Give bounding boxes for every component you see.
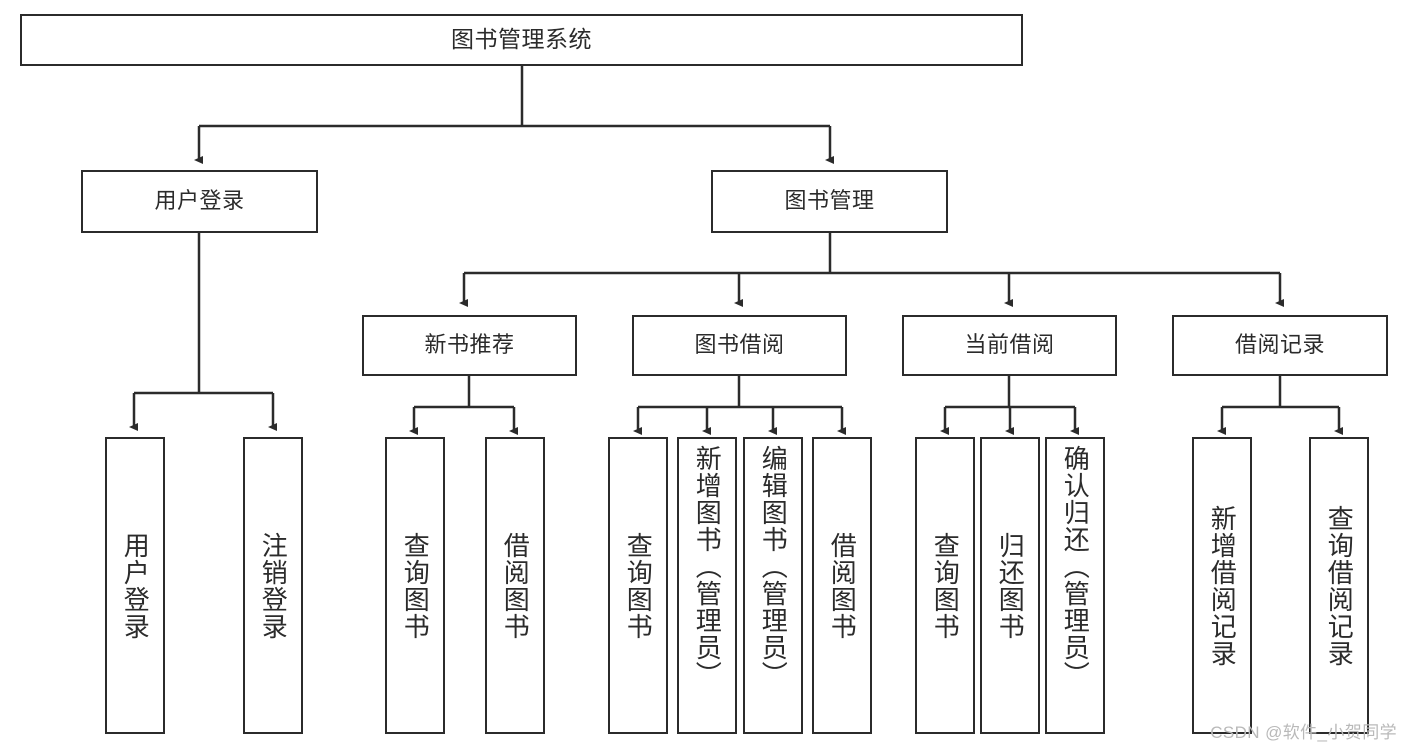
node-book-borrow[interactable]: 图书借阅 xyxy=(632,315,847,376)
node-leaf-query-book-3[interactable]: 查询图书 xyxy=(915,437,975,734)
node-leaf-query-book-1[interactable]: 查询图书 xyxy=(385,437,445,734)
node-leaf-query-record[interactable]: 查询借阅记录 xyxy=(1309,437,1369,734)
node-current-borrow[interactable]: 当前借阅 xyxy=(902,315,1117,376)
node-leaf-user-login[interactable]: 用户登录 xyxy=(105,437,165,734)
node-borrow-record[interactable]: 借阅记录 xyxy=(1172,315,1388,376)
node-leaf-query-book-3-label: 查询图书 xyxy=(930,531,961,640)
node-leaf-edit-book[interactable]: 编辑图书（管理员） xyxy=(743,437,803,734)
node-leaf-logout-label: 注销登录 xyxy=(258,531,289,640)
node-leaf-borrow-book-2[interactable]: 借阅图书 xyxy=(812,437,872,734)
node-leaf-borrow-book-1-label: 借阅图书 xyxy=(500,531,531,640)
node-leaf-add-book-label: 新增图书（管理员） xyxy=(692,445,723,688)
node-leaf-query-book-2[interactable]: 查询图书 xyxy=(608,437,668,734)
node-leaf-confirm-return-label: 确认归还（管理员） xyxy=(1060,445,1091,688)
node-leaf-logout[interactable]: 注销登录 xyxy=(243,437,303,734)
node-leaf-query-book-2-label: 查询图书 xyxy=(623,531,654,640)
node-book-manage[interactable]: 图书管理 xyxy=(711,170,948,233)
node-root-label: 图书管理系统 xyxy=(451,26,592,53)
node-current-borrow-label: 当前借阅 xyxy=(964,332,1055,358)
node-leaf-borrow-book-2-label: 借阅图书 xyxy=(827,531,858,640)
node-borrow-record-label: 借阅记录 xyxy=(1234,332,1325,358)
node-new-book-recommend[interactable]: 新书推荐 xyxy=(362,315,577,376)
node-leaf-confirm-return[interactable]: 确认归还（管理员） xyxy=(1045,437,1105,734)
node-leaf-borrow-book-1[interactable]: 借阅图书 xyxy=(485,437,545,734)
node-new-book-recommend-label: 新书推荐 xyxy=(424,332,515,358)
node-leaf-add-book[interactable]: 新增图书（管理员） xyxy=(677,437,737,734)
node-leaf-return-book-label: 归还图书 xyxy=(995,531,1026,640)
node-leaf-query-book-1-label: 查询图书 xyxy=(400,531,431,640)
node-book-manage-label: 图书管理 xyxy=(784,188,875,214)
node-leaf-user-login-label: 用户登录 xyxy=(120,531,151,640)
node-book-borrow-label: 图书借阅 xyxy=(694,332,785,358)
node-leaf-edit-book-label: 编辑图书（管理员） xyxy=(758,445,789,688)
node-leaf-add-record-label: 新增借阅记录 xyxy=(1207,504,1238,667)
node-root[interactable]: 图书管理系统 xyxy=(20,14,1023,66)
node-leaf-add-record[interactable]: 新增借阅记录 xyxy=(1192,437,1252,734)
node-user-login[interactable]: 用户登录 xyxy=(81,170,318,233)
node-user-login-label: 用户登录 xyxy=(154,188,245,214)
csdn-watermark: CSDN @软件_小贺同学 xyxy=(1210,723,1397,742)
node-leaf-return-book[interactable]: 归还图书 xyxy=(980,437,1040,734)
node-leaf-query-record-label: 查询借阅记录 xyxy=(1324,504,1355,667)
